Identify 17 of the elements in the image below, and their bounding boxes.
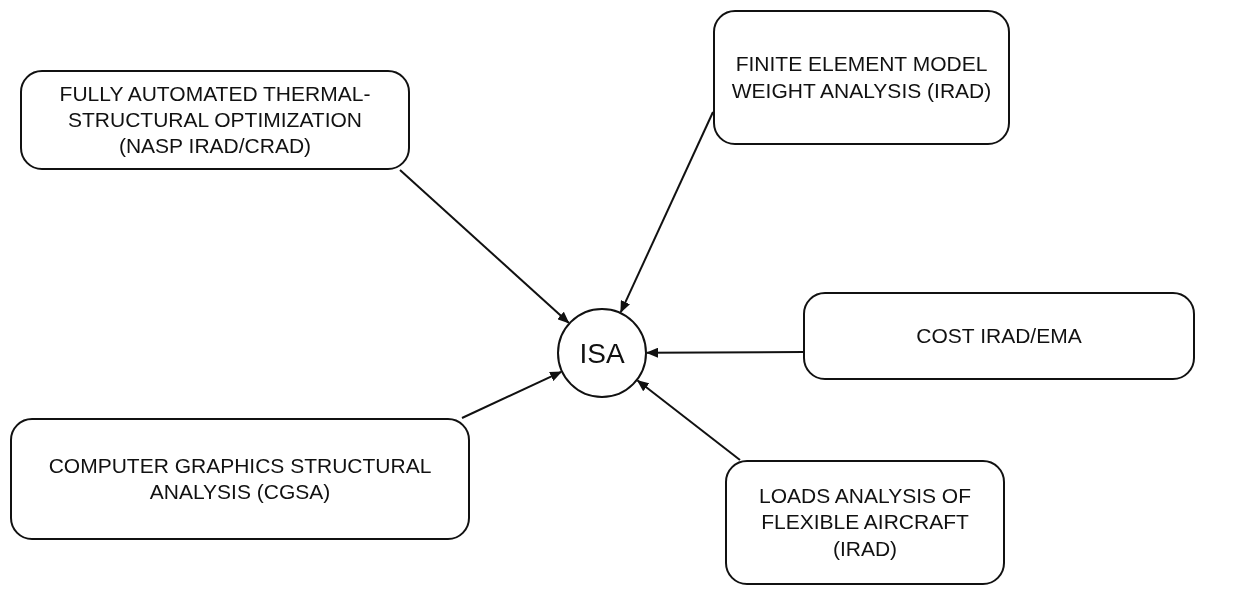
node-label: LOADS ANALYSIS OF FLEXIBLE AIRCRAFT (IRAD) bbox=[758, 483, 972, 562]
node-label: ISA bbox=[579, 336, 625, 371]
process-box bbox=[713, 10, 1010, 145]
node-label: COMPUTER GRAPHICS STRUCTURAL ANALYSIS (CGSA) bbox=[47, 452, 433, 505]
arrow bbox=[461, 370, 563, 419]
process-box bbox=[803, 292, 1195, 380]
arrow bbox=[636, 379, 741, 461]
process-box bbox=[725, 460, 1005, 585]
process-circle bbox=[557, 308, 647, 398]
process-box bbox=[10, 418, 470, 540]
arrow bbox=[619, 111, 714, 314]
node-label: COST IRAD/EMA bbox=[916, 322, 1082, 349]
arrow bbox=[399, 169, 570, 324]
arrow bbox=[646, 347, 804, 358]
process-box bbox=[20, 70, 410, 170]
node-label: FINITE ELEMENT MODEL WEIGHT ANALYSIS (IRAD) bbox=[730, 51, 993, 104]
node-label: FULLY AUTOMATED THERMAL- STRUCTURAL OPTIMIZATION (NASP IRAD/CRAD) bbox=[58, 80, 372, 160]
